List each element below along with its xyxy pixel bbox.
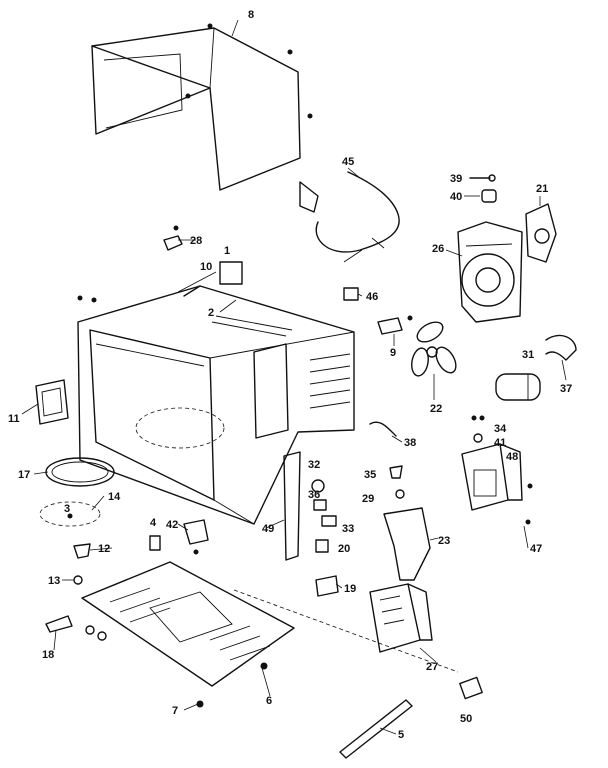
magnetron	[369, 583, 433, 653]
part-label: 4	[150, 517, 157, 529]
screw-part-39	[469, 174, 496, 182]
part-label: 32	[308, 459, 320, 471]
blower-housing	[457, 221, 523, 323]
part-labels: 8 45 39 40 21 26 28 1 10 46 2 9 22 31 37…	[8, 9, 572, 741]
part-label: 33	[342, 523, 354, 535]
part-label: 11	[8, 413, 20, 425]
leader-lines	[21, 167, 567, 735]
cabinet-cover	[91, 19, 313, 191]
oven-cavity	[77, 285, 355, 525]
part-label: 38	[404, 437, 416, 449]
part-label: 1	[224, 245, 230, 257]
switch-part-9	[377, 315, 413, 335]
coupler-part-12	[73, 543, 91, 559]
knob-part-32	[311, 479, 325, 493]
part-label: 22	[430, 403, 442, 415]
wire-part-38	[369, 421, 397, 437]
part-label: 36	[308, 489, 320, 501]
switch-part-20	[315, 539, 329, 553]
part-label: 5	[398, 729, 404, 741]
part-label: 50	[460, 713, 472, 725]
part-label: 20	[338, 543, 350, 555]
part-label: 48	[506, 451, 518, 463]
part-label: 13	[48, 575, 60, 587]
part-label: 46	[366, 291, 378, 303]
turntable-motor	[183, 519, 209, 555]
part-label: 21	[536, 183, 548, 195]
bulb-part-29	[395, 489, 405, 499]
part-label: 29	[362, 493, 374, 505]
part-label: 41	[494, 437, 506, 449]
part-label: 37	[560, 383, 572, 395]
part-label: 28	[190, 235, 202, 247]
part-label: 39	[450, 173, 462, 185]
capacitor	[495, 373, 541, 401]
part-label: 10	[200, 261, 212, 273]
latch-board	[283, 451, 301, 561]
part-label: 18	[42, 649, 54, 661]
part-label: 31	[522, 349, 534, 361]
window-plate	[35, 379, 69, 425]
switch-part-33	[321, 515, 337, 527]
part-label: 3	[64, 503, 70, 515]
part-label: 8	[248, 9, 254, 21]
bracket-part-23	[383, 507, 431, 581]
part-label: 2	[208, 307, 214, 319]
part-label: 7	[172, 705, 178, 717]
part-label: 23	[438, 535, 450, 547]
part-label: 35	[364, 469, 376, 481]
part-label: 9	[390, 347, 396, 359]
thermal-part-19	[315, 575, 339, 597]
part-label: 6	[266, 695, 272, 707]
base-plate	[81, 561, 295, 708]
part-label: 19	[344, 583, 356, 595]
roller-part-13	[73, 575, 83, 585]
part-label: 17	[18, 469, 30, 481]
lamp-part-35	[389, 465, 403, 479]
part-label: 26	[432, 243, 444, 255]
bracket-part-18	[45, 615, 73, 633]
part-label: 40	[450, 191, 462, 203]
grommet-part-50	[459, 676, 483, 700]
screw-part-34	[471, 415, 485, 421]
clip-part-28	[163, 225, 183, 251]
part-label: 42	[166, 519, 178, 531]
capacitor-clamp	[545, 334, 577, 361]
power-cord	[299, 171, 400, 263]
part-label: 47	[530, 543, 542, 555]
part-label: 27	[426, 661, 438, 673]
washer-part-41	[473, 433, 483, 443]
fan-blade	[411, 321, 457, 377]
part-label: 14	[108, 491, 121, 503]
spacer-part-4	[149, 535, 161, 551]
transformer	[461, 443, 533, 525]
part-label: 45	[342, 156, 354, 168]
part-label: 34	[494, 423, 507, 435]
switch-part-36	[313, 499, 327, 511]
bushing-part-40	[464, 189, 497, 203]
rail-part-5	[339, 699, 413, 759]
motor-bracket	[525, 203, 557, 263]
fuse-holder	[343, 287, 359, 301]
label-plate	[219, 261, 243, 285]
